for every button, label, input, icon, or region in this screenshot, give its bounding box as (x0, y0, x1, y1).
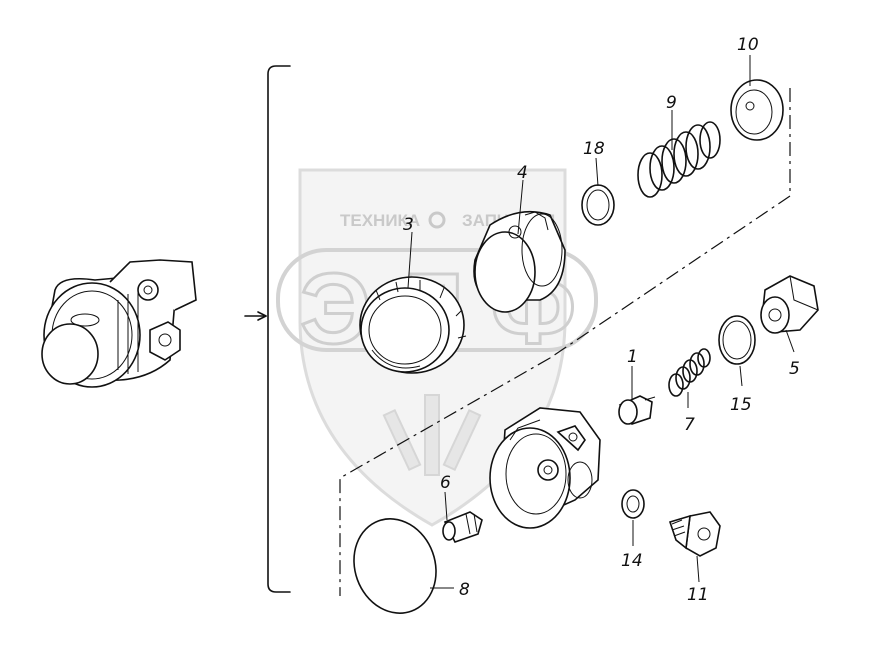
label-part-18: 18 (583, 139, 605, 159)
label-part-11: 11 (687, 585, 709, 605)
part-8-cover-disc (353, 518, 437, 614)
watermark-text-left: ТЕХНИКА (340, 211, 420, 230)
label-part-3: 3 (403, 215, 414, 235)
part-4-piston (473, 210, 566, 313)
part-1-valve (618, 395, 656, 425)
label-part-8: 8 (459, 580, 470, 600)
bracket-arrow-head (257, 311, 267, 321)
housing-body (489, 407, 601, 529)
part-3-ring-nut (359, 276, 467, 374)
part-11-bolt (668, 511, 721, 557)
watermark-gear-icon (428, 211, 446, 229)
part-10-cap (730, 79, 784, 141)
label-part-15: 15 (730, 395, 752, 415)
label-part-10: 10 (737, 35, 759, 55)
part-6-screw (442, 511, 483, 543)
watermark-wheat-icon (382, 394, 482, 476)
axis-line-upper (549, 88, 791, 359)
part-18-washer (581, 184, 615, 226)
part-14-washer (621, 489, 645, 519)
assembly-bracket (267, 65, 291, 593)
part-15-o-ring (718, 315, 756, 365)
assembled-unit (41, 259, 197, 388)
leader-lines (407, 55, 795, 589)
label-part-5: 5 (789, 359, 800, 379)
label-part-1: 1 (627, 347, 638, 367)
label-part-6: 6 (440, 473, 451, 493)
label-part-14: 14 (621, 551, 643, 571)
part-7-spring (668, 348, 711, 397)
label-part-7: 7 (684, 415, 695, 435)
part-9-spring (637, 121, 721, 198)
label-part-4: 4 (517, 163, 528, 183)
part-5-plug (760, 275, 819, 334)
part-labels: 3 4 18 9 10 1 7 15 5 6 14 11 8 (403, 35, 800, 605)
label-part-9: 9 (666, 93, 677, 113)
